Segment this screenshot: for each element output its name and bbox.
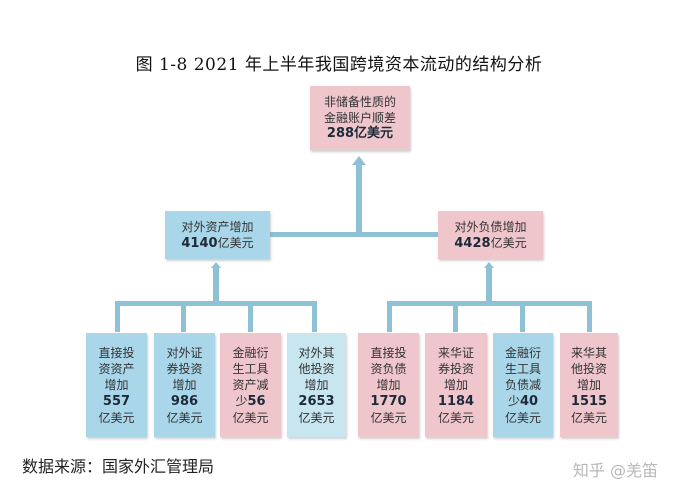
box-value: 1770	[370, 393, 407, 409]
box-line: 对外其	[298, 345, 335, 360]
box-value: 56	[247, 393, 266, 409]
box-line: 券投资	[166, 361, 203, 376]
right-branch-drop-3	[520, 301, 525, 332]
box-unit: 亿美元	[298, 410, 335, 425]
fdi-liabilities-box: 直接投 资负债 增加 1770 亿美元	[358, 333, 419, 437]
top-box-line2: 金融账户顺差	[323, 111, 396, 125]
box-prefix: 少	[507, 393, 520, 408]
right-arrow-head-icon	[484, 262, 494, 268]
foreign-liabilities-increase-box: 对外负债增加 4428亿美元	[438, 211, 543, 259]
left-arrow-head-icon	[211, 262, 221, 268]
box-line: 对外证	[166, 345, 203, 360]
box-prefix: 少	[235, 393, 248, 408]
box-value: 40	[519, 393, 539, 409]
box-line: 增加	[576, 377, 601, 392]
right-branch-drop-4	[587, 301, 592, 332]
mid-left-label: 对外资产增加	[181, 219, 254, 234]
zhihu-watermark: 知乎 @羌笛	[572, 461, 658, 480]
fdi-assets-box: 直接投 资资产 增加 557 亿美元	[86, 333, 147, 437]
box-value: 1515	[570, 393, 608, 409]
right-arrow-shaft	[486, 267, 492, 303]
box-unit: 亿美元	[570, 410, 607, 425]
outward-securities-box: 对外证 券投资 增加 986 亿美元	[154, 333, 215, 437]
right-branch-bar	[387, 301, 592, 306]
box-line: 他投资	[298, 361, 335, 376]
financial-account-surplus-box: 非储备性质的 金融账户顺差 288亿美元	[310, 86, 410, 150]
mid-left-value: 4140	[181, 235, 218, 251]
box-line: 金融衍	[504, 345, 541, 360]
other-outward-investment-box: 对外其 他投资 增加 2653 亿美元	[287, 333, 346, 437]
box-unit: 亿美元	[370, 410, 407, 425]
mid-right-value: 4428	[454, 235, 491, 251]
box-line: 券投资	[437, 361, 474, 376]
top-box-value: 288亿美元	[326, 126, 394, 141]
box-line: 金融衍	[232, 345, 269, 360]
box-line: 来华其	[570, 345, 607, 360]
left-branch-bar	[115, 301, 316, 306]
right-branch-drop-2	[453, 301, 458, 332]
inward-securities-box: 来华证 券投资 增加 1184 亿美元	[425, 333, 487, 437]
mid-left-unit: 亿美元	[217, 235, 254, 250]
mid-right-unit: 亿美元	[490, 235, 527, 250]
data-source-note: 数据来源：国家外汇管理局	[22, 457, 215, 476]
main-arrow-shaft	[356, 165, 362, 235]
box-unit: 亿美元	[504, 410, 541, 425]
box-unit: 亿美元	[98, 410, 135, 425]
mid-right-label: 对外负债增加	[454, 219, 527, 234]
box-line: 增加	[104, 377, 129, 392]
left-branch-drop-2	[181, 301, 186, 332]
box-unit: 亿美元	[232, 410, 269, 425]
left-branch-drop-4	[312, 301, 317, 332]
box-line: 增加	[443, 377, 468, 392]
box-value: 986	[170, 393, 199, 409]
box-line: 直接投	[370, 345, 407, 360]
box-line: 资资产	[98, 361, 135, 376]
box-line: 直接投	[98, 345, 135, 360]
derivatives-assets-box: 金融衍 生工具 资产减 少56 亿美元	[220, 333, 281, 437]
box-line: 资产减	[232, 377, 269, 392]
top-box-line1: 非储备性质的	[323, 95, 396, 109]
figure-title: 图 1-8 2021 年上半年我国跨境资本流动的结构分析	[135, 55, 543, 75]
derivatives-liabilities-box: 金融衍 生工具 负债减 少40 亿美元	[493, 333, 553, 437]
box-value: 557	[102, 393, 131, 409]
box-line: 生工具	[504, 361, 541, 376]
box-line: 增加	[172, 377, 197, 392]
box-unit: 亿美元	[166, 410, 203, 425]
box-line: 他投资	[570, 361, 607, 376]
box-line: 生工具	[232, 361, 269, 376]
left-arrow-shaft	[213, 267, 219, 303]
left-branch-drop-1	[115, 301, 120, 332]
box-line: 来华证	[437, 345, 474, 360]
box-line: 资负债	[370, 361, 407, 376]
box-line: 增加	[376, 377, 401, 392]
box-line: 负债减	[504, 377, 541, 392]
box-value: 1184	[437, 393, 475, 409]
box-line: 增加	[304, 377, 329, 392]
mid-horizontal-connector	[270, 232, 438, 237]
main-arrow-head-icon	[352, 156, 366, 165]
box-unit: 亿美元	[437, 410, 474, 425]
other-inward-investment-box: 来华其 他投资 增加 1515 亿美元	[560, 333, 618, 437]
foreign-assets-increase-box: 对外资产增加 4140亿美元	[165, 211, 270, 259]
left-branch-drop-3	[248, 301, 253, 332]
box-value: 2653	[298, 393, 335, 409]
right-branch-drop-1	[387, 301, 392, 332]
